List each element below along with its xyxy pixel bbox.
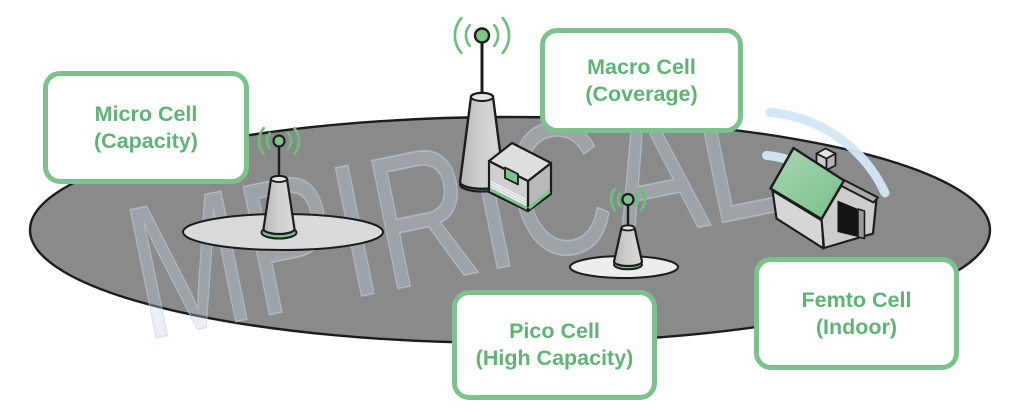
macro-antenna-tip (473, 27, 491, 44)
house-icon (769, 146, 879, 250)
label-line: (Coverage) (585, 81, 698, 106)
cabinet-panel-window (504, 166, 519, 186)
pico-antenna-tip (621, 192, 635, 207)
label-femto-cell: Femto Cell (Indoor) (754, 257, 959, 370)
label-micro-cell: Micro Cell (Capacity) (43, 71, 249, 184)
house-door (837, 200, 858, 237)
label-line: Pico Cell (509, 319, 600, 343)
label-line: Femto Cell (801, 287, 912, 312)
house-roof (769, 146, 846, 221)
label-line: (High Capacity) (475, 346, 634, 370)
equipment-cabinet-icon (487, 141, 553, 213)
pico-antenna-icon (609, 187, 647, 271)
label-line: (Capacity) (94, 128, 198, 153)
micro-antenna-tip (272, 134, 286, 148)
label-line: Micro Cell (94, 101, 198, 126)
label-pico-cell: Pico Cell (High Capacity) (452, 290, 657, 400)
label-line: (Indoor) (815, 314, 898, 339)
label-macro-cell: Macro Cell (Coverage) (540, 28, 743, 133)
label-line: Macro Cell (587, 54, 696, 79)
house-chimney (815, 147, 837, 171)
micro-antenna-icon (257, 126, 301, 240)
